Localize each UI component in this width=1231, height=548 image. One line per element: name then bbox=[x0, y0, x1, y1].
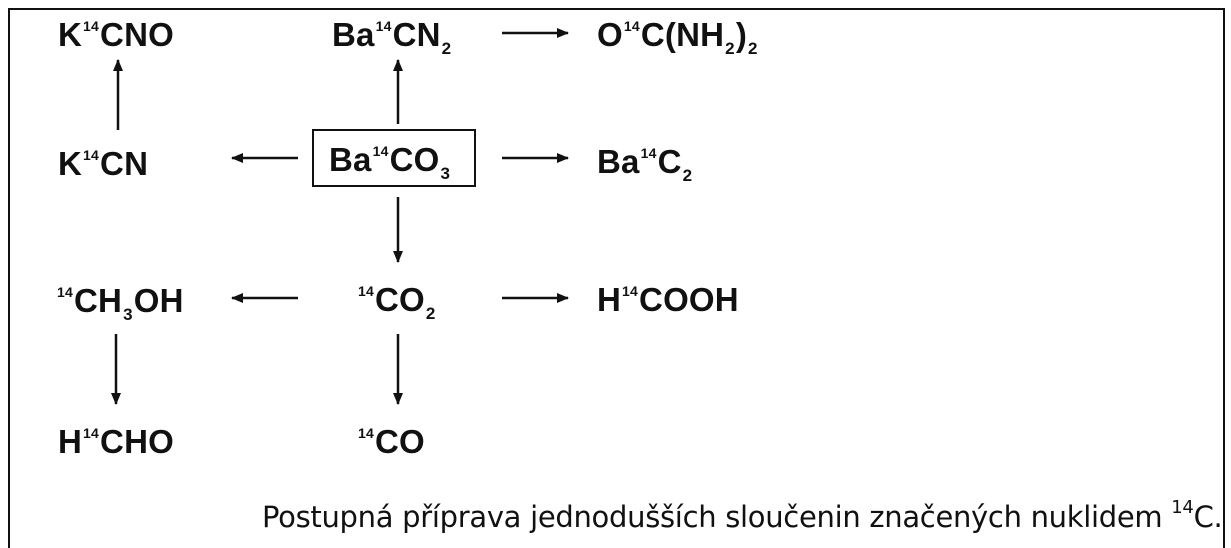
node-potassium-cyanide: K14CN bbox=[58, 145, 149, 182]
reaction-arrows bbox=[111, 28, 569, 405]
node-potassium-cyanate: K14CNO bbox=[58, 16, 174, 53]
node-barium-carbide: Ba14C2 bbox=[597, 143, 693, 185]
node-formic-acid: H14COOH bbox=[597, 281, 739, 318]
node-carbon-dioxide: 14CO2 bbox=[358, 281, 436, 323]
highlight-box bbox=[312, 129, 476, 187]
node-carbon-monoxide: 14CO bbox=[358, 423, 425, 460]
diagram-frame bbox=[8, 8, 1225, 548]
node-formaldehyde: H14CHO bbox=[58, 423, 174, 460]
node-barium-cyanamide: Ba14CN2 bbox=[332, 16, 452, 58]
figure-caption: Postupná příprava jednodušších sloučenin… bbox=[262, 497, 1223, 534]
node-methanol: 14CH3OH bbox=[57, 282, 184, 324]
node-barium-carbonate: Ba14CO3 bbox=[329, 141, 451, 183]
node-urea: O14C(NH2)2 bbox=[597, 16, 758, 58]
